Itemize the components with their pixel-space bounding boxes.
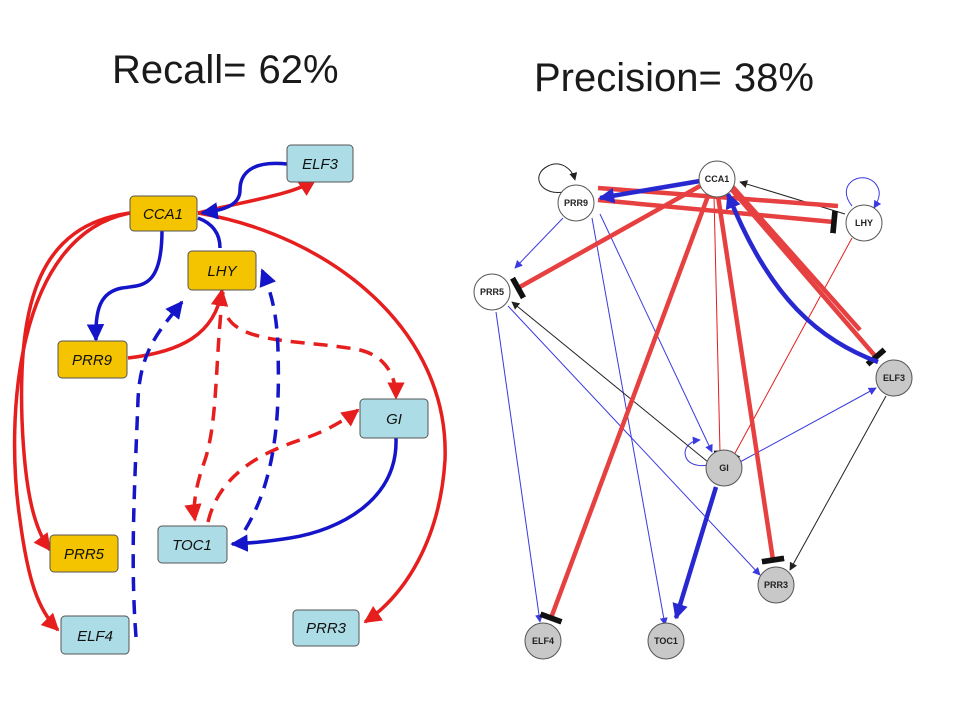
redge-prr5-elf4: [495, 311, 543, 623]
right-network: CCA1 PRR9 LHY PRR5 ELF3 GI PRR3 ELF4: [473, 160, 913, 660]
edge-cca1-prr9: [86, 229, 164, 342]
right-node-prr3: PRR3: [757, 566, 795, 604]
left-node-gi-label: GI: [386, 411, 402, 428]
left-node-elf3: ELF3: [286, 144, 354, 183]
left-node-elf3-label: ELF3: [302, 156, 339, 173]
redge-cca1-prr3: [715, 195, 785, 565]
redge-cca1-prr9: [598, 178, 701, 204]
left-node-cca1: CCA1: [129, 195, 198, 232]
redge-gi-toc1: [672, 486, 719, 620]
right-node-elf4: ELF4: [524, 622, 562, 660]
redge-gi-prr5: [511, 301, 709, 463]
edge-cca1-elf3: [197, 178, 317, 215]
left-node-elf4-label: ELF4: [77, 628, 113, 645]
precision-value: 38%: [733, 56, 814, 100]
left-node-elf4: ELF4: [60, 615, 130, 655]
redge-elf3-prr3: [789, 395, 887, 571]
redge-prr9-lhy: [597, 197, 838, 234]
edge-lhy-toc1: [184, 291, 225, 522]
left-node-prr9-label: PRR9: [72, 352, 113, 369]
edge-cca1-prr3: [197, 211, 447, 624]
edge-prr9-lhy: [127, 288, 229, 360]
right-node-elf3-label: ELF3: [883, 373, 905, 383]
left-node-toc1-label: TOC1: [172, 537, 212, 554]
recall-label: Recall=: [112, 48, 247, 92]
redge-prr5-prr3: [507, 305, 761, 576]
redge-lhy-self: [845, 177, 882, 209]
redge-gi-elf3: [739, 387, 877, 463]
left-node-lhy: LHY: [187, 250, 257, 291]
left-node-prr9: PRR9: [57, 340, 128, 379]
right-node-toc1-label: TOC1: [654, 636, 678, 646]
precision-title: Precision=38%: [534, 58, 814, 98]
right-node-elf3: ELF3: [875, 359, 913, 397]
right-node-toc1: TOC1: [647, 622, 685, 660]
left-network: ELF3 CCA1 LHY PRR9 GI PRR5 TOC1 ELF4: [12, 144, 447, 655]
left-node-lhy-label: LHY: [207, 263, 237, 280]
edge-cca1-lhy: [197, 216, 222, 249]
right-node-prr3-label: PRR3: [764, 580, 788, 590]
redge-prr9-self: [538, 163, 578, 193]
precision-label: Precision=: [534, 56, 722, 100]
redge-cca1-elf3: [730, 188, 887, 367]
right-node-lhy-label: LHY: [855, 218, 873, 228]
redge-prr9-prr5: [514, 217, 564, 269]
edge-elf4-lhy: [131, 300, 184, 638]
right-node-prr5-label: PRR5: [480, 287, 504, 297]
left-node-cca1-label: CCA1: [143, 206, 183, 223]
right-node-prr9-label: PRR9: [564, 198, 588, 208]
redge-prr9-toc1: [591, 217, 668, 626]
left-node-prr3: PRR3: [292, 609, 360, 647]
left-node-toc1: TOC1: [157, 525, 228, 564]
recall-title: Recall=62%: [112, 50, 339, 90]
redge-cca1-gi-thin: [713, 195, 727, 454]
left-node-prr5-label: PRR5: [64, 546, 105, 563]
left-node-gi: GI: [359, 398, 429, 439]
edge-cca1-prr5: [19, 211, 131, 552]
right-node-elf4-label: ELF4: [532, 636, 554, 646]
edge-toc1-gi: [206, 408, 360, 523]
right-node-prr9: PRR9: [557, 184, 595, 222]
edge-lhy-gi: [226, 316, 405, 400]
redge-cca1-lhy: [730, 184, 862, 332]
right-node-gi: GI: [705, 449, 743, 487]
recall-value: 62%: [258, 48, 339, 92]
right-node-lhy: LHY: [845, 204, 883, 242]
right-node-prr5: PRR5: [473, 273, 511, 311]
edge-elf3-cca1: [200, 161, 288, 220]
redge-gi-self: [684, 436, 709, 467]
right-node-cca1: CCA1: [698, 160, 736, 198]
edge-cca1-elf4: [12, 211, 131, 632]
left-node-prr3-label: PRR3: [306, 620, 347, 637]
redge-lhy-cca1: [739, 180, 846, 215]
right-node-cca1-label: CCA1: [705, 174, 730, 184]
redge-cca1-elf4: [539, 195, 711, 625]
edge-toc1-lhy: [243, 268, 281, 531]
left-node-prr5: PRR5: [49, 534, 119, 573]
right-node-gi-label: GI: [719, 463, 729, 473]
redge-elf3-cca1: [725, 192, 879, 365]
redge-cca1-prr5: [510, 184, 702, 300]
edge-gi-toc1: [230, 437, 398, 552]
